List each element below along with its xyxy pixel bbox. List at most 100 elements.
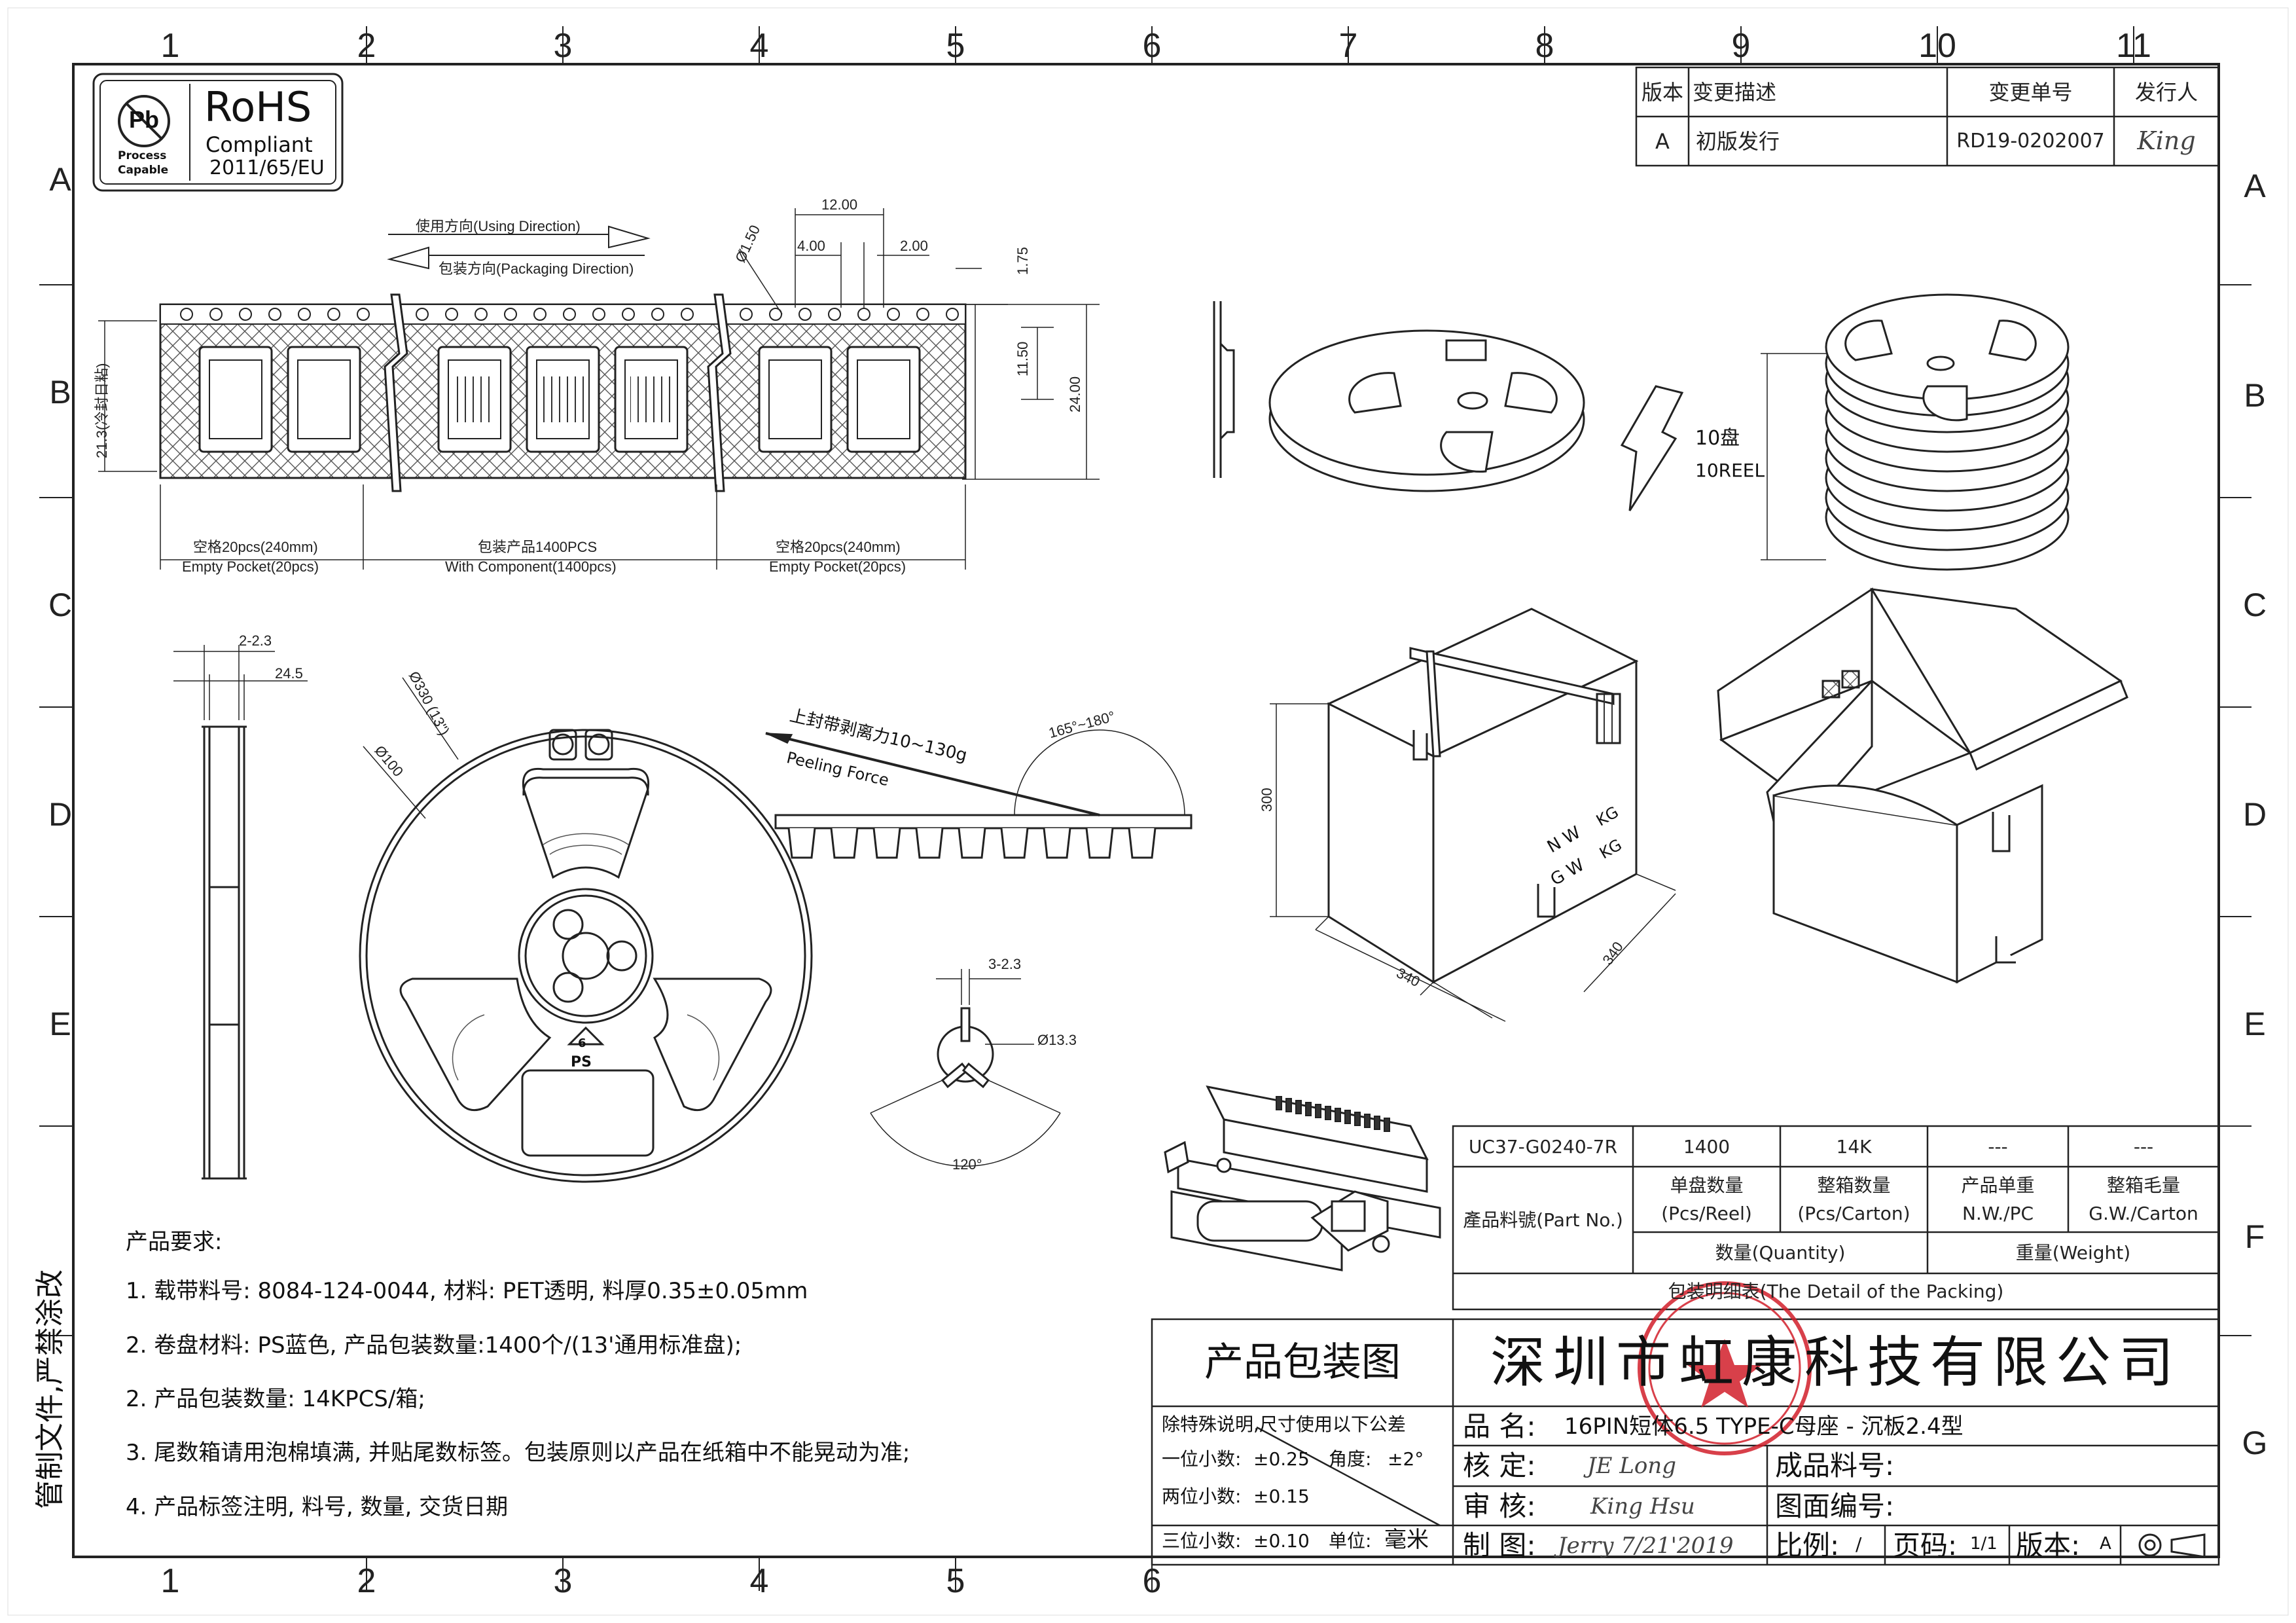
dim-seal: 21.3(冷封日粘) <box>94 363 110 458</box>
approver-signature: King Hsu <box>1590 1493 1695 1520</box>
angle-value: ±2° <box>1388 1448 1424 1470</box>
company-stamp <box>1638 1281 1812 1455</box>
pack-caption: 包装明细表(The Detail of the Packing) <box>1668 1281 2004 1302</box>
controlled-document-note: 管制文件,严禁涂改 <box>33 1269 67 1509</box>
pack-h3-cn: 产品单重 <box>1961 1174 2035 1196</box>
tape-dimension-lines <box>98 208 1100 570</box>
rev-description: 初版发行 <box>1695 128 1780 154</box>
dim-tape-width: 24.00 <box>1067 376 1083 412</box>
dim-reel-hub: 2-2.3 <box>239 632 272 649</box>
carton-height: 300 <box>1259 788 1275 812</box>
grid-row-label-right: F <box>2244 1218 2265 1255</box>
pack-quantity-header: 数量(Quantity) <box>1715 1242 1846 1264</box>
title-block-frame <box>1151 1318 2220 1566</box>
grid-row-label-right: G <box>2242 1425 2268 1461</box>
grid-row-label: E <box>49 1006 71 1042</box>
empty-left-en: Empty Pocket(20pcs) <box>182 558 319 575</box>
pb-symbol: Pb <box>129 106 160 133</box>
dim-reel-width: 24.5 <box>275 665 303 682</box>
name-label: 品 名: <box>1463 1410 1536 1442</box>
pack-h3-en: N.W./PC <box>1962 1202 2034 1224</box>
scale-value: / <box>1856 1533 1862 1555</box>
grid-col-label-bottom: 6 <box>1142 1562 1162 1600</box>
rev-header-change-no: 变更单号 <box>1988 79 2073 105</box>
rohs-process-line1: Process <box>118 149 167 162</box>
drawing-title: 产品包装图 <box>1204 1340 1401 1385</box>
component-cn: 包装产品1400PCS <box>478 539 598 555</box>
reel-count-en: 10REEL <box>1695 460 1765 481</box>
page-label: 页码: <box>1893 1529 1958 1561</box>
reel-profile-small <box>1213 301 1235 478</box>
requirements-title: 产品要求: <box>126 1229 223 1255</box>
pack-weight-header: 重量(Weight) <box>2015 1242 2131 1264</box>
rohs-title: RoHS <box>204 83 312 131</box>
requirement-item: 2. 卷盘材料: PS蓝色, 产品包装数量:1400个/(13'通用标准盘); <box>126 1332 742 1359</box>
rohs-directive: 2011/65/EU <box>209 156 325 179</box>
empty-right-en: Empty Pocket(20pcs) <box>769 558 906 575</box>
packaging-direction-label: 包装方向(Packaging Direction) <box>439 261 634 277</box>
grid-row-label-right: D <box>2242 796 2267 833</box>
tol1-label: 一位小数: <box>1162 1448 1242 1470</box>
pack-gw: --- <box>2133 1135 2154 1158</box>
part-no-label: 成品料号: <box>1775 1450 1895 1482</box>
drawing-no-label: 图面编号: <box>1775 1490 1895 1522</box>
rohs-compliant: Compliant <box>206 132 313 157</box>
grid-col-label: 7 <box>1338 27 1358 65</box>
grid-col-label: 8 <box>1535 27 1554 65</box>
grid-row-label-right: A <box>2244 168 2266 204</box>
pack-pcs-carton: 14K <box>1836 1135 1872 1158</box>
tolerance-note: 除特殊说明,尺寸使用以下公差 <box>1162 1413 1406 1435</box>
grid-col-label: 5 <box>946 27 965 65</box>
drafter-signature: Jerry 7/21'2019 <box>1558 1533 1734 1559</box>
single-reel-iso <box>1268 329 1585 492</box>
rev-header-version: 版本 <box>1641 79 1683 105</box>
grid-col-label: 9 <box>1731 27 1751 65</box>
grid-col-label: 10 <box>1918 27 1956 65</box>
draw-label: 制 图: <box>1463 1529 1536 1561</box>
grid-row-label-right: B <box>2244 377 2266 414</box>
dim-pitch-12: 12.00 <box>821 196 858 213</box>
checker-signature: JE Long <box>1587 1453 1676 1479</box>
approve-label: 审 核: <box>1463 1490 1536 1522</box>
grid-row-label: A <box>49 161 71 198</box>
pack-h1-en: (Pcs/Reel) <box>1661 1202 1752 1224</box>
pack-pcs-reel: 1400 <box>1683 1135 1731 1158</box>
rev-version: A <box>1655 128 1670 154</box>
grid-col-label: 11 <box>2116 27 2151 65</box>
dim-pitch-2: 2.00 <box>900 238 928 254</box>
pack-h2-cn: 整箱数量 <box>1817 1174 1891 1196</box>
rev-header-description: 变更描述 <box>1692 79 1776 105</box>
tol3-value: ±0.10 <box>1253 1530 1310 1552</box>
carrier-tape <box>159 293 967 492</box>
tol3-label: 三位小数: <box>1162 1530 1242 1552</box>
check-label: 核 定: <box>1463 1450 1536 1482</box>
reel-side-view <box>202 725 247 1180</box>
using-direction-label: 使用方向(Using Direction) <box>416 218 581 234</box>
grid-row-label-right: E <box>2244 1006 2266 1042</box>
grid-col-label: 6 <box>1142 27 1162 65</box>
pack-h4-cn: 整箱毛量 <box>2106 1174 2180 1196</box>
dim-hub-key: 3-2.3 <box>988 956 1022 972</box>
pack-nw: --- <box>1988 1135 2008 1158</box>
grid-col-label: 4 <box>749 27 769 65</box>
reel-count-cn: 10盘 <box>1695 427 1740 450</box>
packing-table-frame <box>1452 1125 2220 1311</box>
empty-left-cn: 空格20pcs(240mm) <box>193 539 318 555</box>
pack-part-label: 產品料號(Part No.) <box>1463 1209 1623 1231</box>
tol2-value: ±0.15 <box>1253 1486 1310 1507</box>
component-en: With Component(1400pcs) <box>445 558 617 575</box>
grid-col-label: 2 <box>357 27 376 65</box>
rev-change-no: RD19-0202007 <box>1956 129 2105 153</box>
grid-col-label: 1 <box>160 27 180 65</box>
tol1-value: ±0.25 <box>1253 1448 1310 1470</box>
grid-col-label-bottom: 4 <box>749 1562 769 1600</box>
reel-stack-iso <box>1825 293 2070 571</box>
hub-detail <box>937 1007 994 1089</box>
empty-right-cn: 空格20pcs(240mm) <box>776 539 901 555</box>
grid-row-label-right: C <box>2242 587 2267 623</box>
rohs-process-line2: Capable <box>118 164 169 177</box>
grid-row-label: D <box>48 796 73 833</box>
pack-h4-en: G.W./Carton <box>2089 1202 2198 1224</box>
